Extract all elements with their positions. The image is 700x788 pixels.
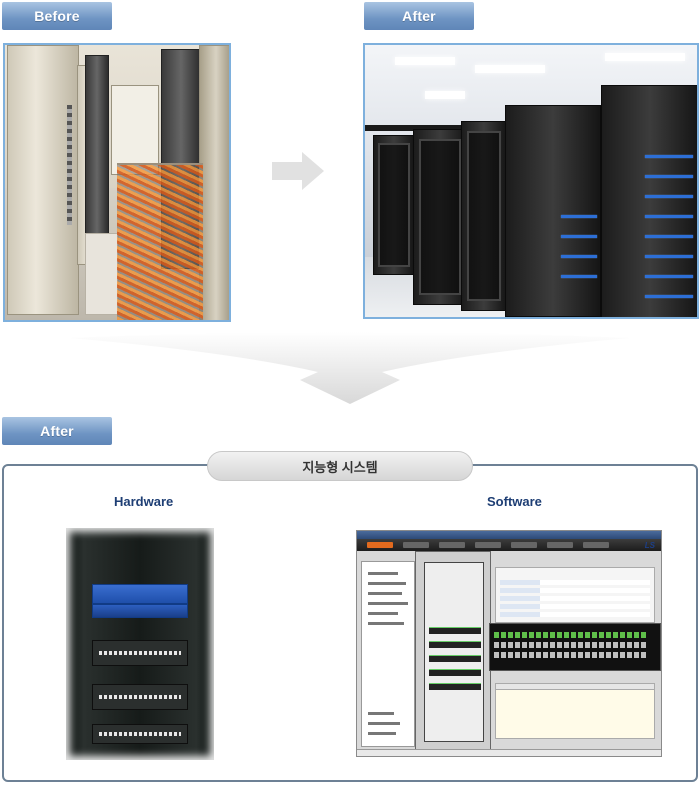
after-section-label: After [2, 417, 112, 445]
before-photo [3, 43, 231, 322]
arrow-right-icon [272, 152, 324, 190]
after-top-label: After [364, 2, 474, 30]
arrow-down-icon [70, 332, 630, 404]
system-title: 지능형 시스템 [207, 451, 473, 481]
software-logo: LS [644, 541, 655, 550]
after-photo [363, 43, 699, 319]
software-label: Software [487, 494, 542, 509]
software-screenshot: LS [356, 530, 662, 757]
before-label: Before [2, 2, 112, 30]
hardware-photo [56, 524, 224, 766]
hardware-label: Hardware [114, 494, 174, 509]
